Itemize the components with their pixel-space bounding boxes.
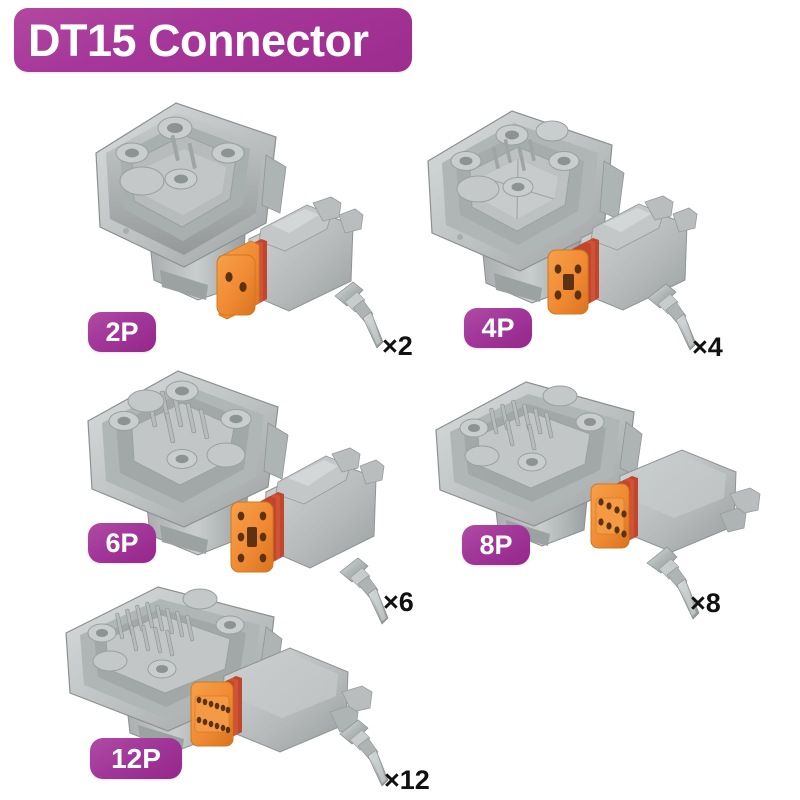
pin-count-label: 2P: [105, 316, 139, 347]
title-banner: DT15 Connector: [14, 8, 412, 72]
terminal-multiplier-12p: ×12: [384, 765, 430, 795]
receptacle-housing-8p: [430, 378, 645, 558]
pin-count-badge-2p: 2P: [88, 312, 156, 352]
receptacle-housing-4p: [420, 105, 635, 305]
pin-count-badge-12p: 12P: [90, 738, 182, 779]
pin-count-badge-4p: 4P: [464, 308, 532, 348]
crimp-terminal-8p: [645, 545, 707, 623]
pin-count-badge-8p: 8P: [462, 525, 530, 565]
receptacle-housing-2p: [80, 95, 300, 305]
pin-count-label: 8P: [479, 529, 513, 560]
receptacle-housing-6p: [78, 365, 298, 560]
crimp-terminal-4p: [646, 282, 704, 354]
plug-connector-4p: [545, 190, 710, 330]
plug-connector-2p: [215, 195, 375, 330]
terminal-multiplier-8p: ×8: [690, 588, 721, 618]
crimp-terminal-2p: [333, 280, 391, 352]
plug-connector-12p: [190, 640, 380, 790]
crimp-terminal-6p: [338, 556, 396, 628]
terminal-multiplier-4p: ×4: [692, 332, 723, 362]
pin-count-label: 12P: [111, 742, 161, 774]
pin-count-label: 4P: [481, 312, 515, 343]
plug-connector-6p: [228, 440, 398, 590]
pin-count-label: 6P: [105, 527, 139, 558]
crimp-terminal-12p: [338, 718, 396, 790]
page-title: DT15 Connector: [28, 14, 369, 66]
plug-connector-8p: [590, 440, 770, 590]
terminal-multiplier-6p: ×6: [383, 587, 414, 617]
terminal-multiplier-2p: ×2: [382, 331, 413, 361]
pin-count-badge-6p: 6P: [88, 523, 156, 563]
